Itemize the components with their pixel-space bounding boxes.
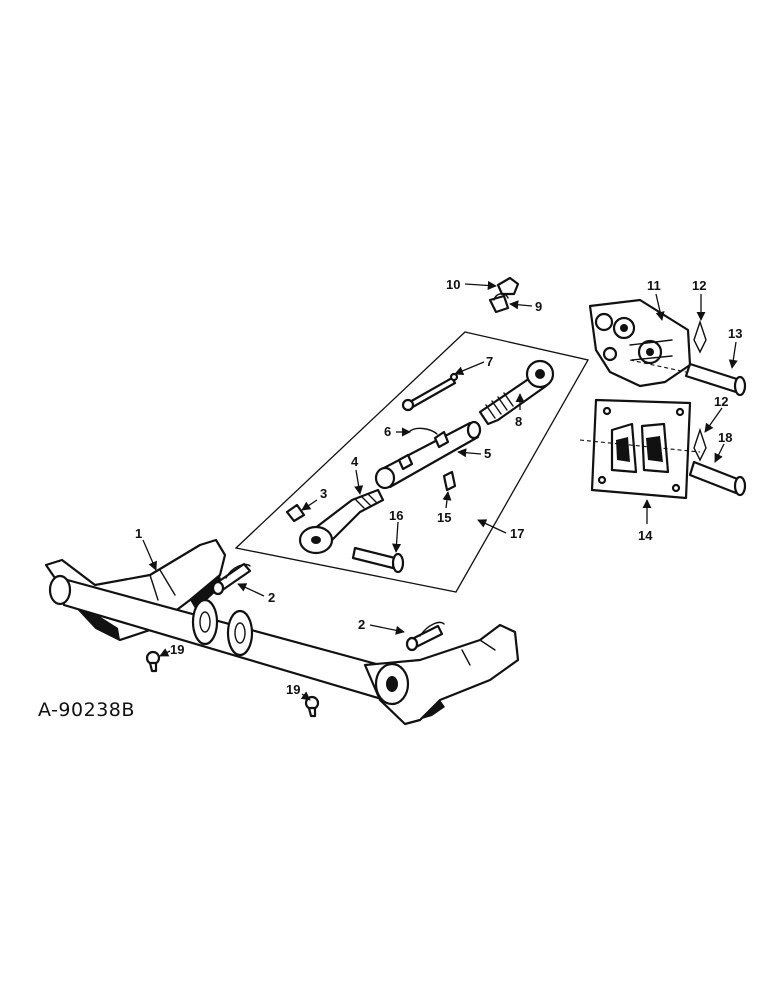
callout-5: 5 <box>484 446 491 461</box>
pin-18 <box>688 460 747 497</box>
callout-7: 7 <box>486 354 493 369</box>
clip-10 <box>496 276 520 296</box>
callout-leaders <box>142 280 738 701</box>
callout-2-left: 2 <box>268 590 275 605</box>
clevis-pin-3 <box>285 503 306 523</box>
callout-15: 15 <box>437 510 451 525</box>
spring-clip-6 <box>408 427 438 435</box>
callout-1: 1 <box>135 526 142 541</box>
callout-11: 11 <box>647 278 661 293</box>
callout-6: 6 <box>384 424 391 439</box>
callout-17: 17 <box>510 526 524 541</box>
small-pin-15 <box>442 470 457 492</box>
callout-9: 9 <box>535 299 542 314</box>
bracket-11 <box>588 298 692 388</box>
callout-12-upper: 12 <box>692 278 706 293</box>
callout-13: 13 <box>728 326 742 341</box>
callout-4: 4 <box>351 454 359 469</box>
drawbar-assembly <box>44 538 520 726</box>
bracket-9 <box>488 293 510 314</box>
rod-7 <box>401 372 459 412</box>
callout-labels: 1 2 2 3 4 5 6 7 8 9 10 11 12 13 14 15 16… <box>135 277 742 697</box>
callout-3: 3 <box>320 486 327 501</box>
mounting-plate-14 <box>579 398 701 500</box>
kit-outline <box>234 331 589 593</box>
callout-16: 16 <box>389 508 403 523</box>
lynch-pin-lower-center <box>304 695 320 718</box>
callout-8: 8 <box>515 414 522 429</box>
callout-19-left: 19 <box>170 642 184 657</box>
figure-id: A-90238B <box>38 699 135 721</box>
upper-link-8 <box>478 359 555 426</box>
pin-13 <box>629 359 747 397</box>
callout-10: 10 <box>446 277 460 292</box>
hair-pin-12-lower <box>693 427 707 462</box>
callout-18: 18 <box>718 430 732 445</box>
hair-pin-12-upper <box>693 319 707 354</box>
callout-19-center: 19 <box>286 682 300 697</box>
adjusting-tube-5 <box>374 420 482 490</box>
lynch-pin-lower-left <box>145 650 161 673</box>
callout-12-lower: 12 <box>714 394 728 409</box>
callout-2-right: 2 <box>358 617 365 632</box>
hitch-pin-left <box>211 562 252 596</box>
hitch-pin-right <box>405 621 445 652</box>
callout-14: 14 <box>638 528 653 543</box>
pin-16 <box>351 546 405 574</box>
lift-link-4 <box>298 488 385 555</box>
